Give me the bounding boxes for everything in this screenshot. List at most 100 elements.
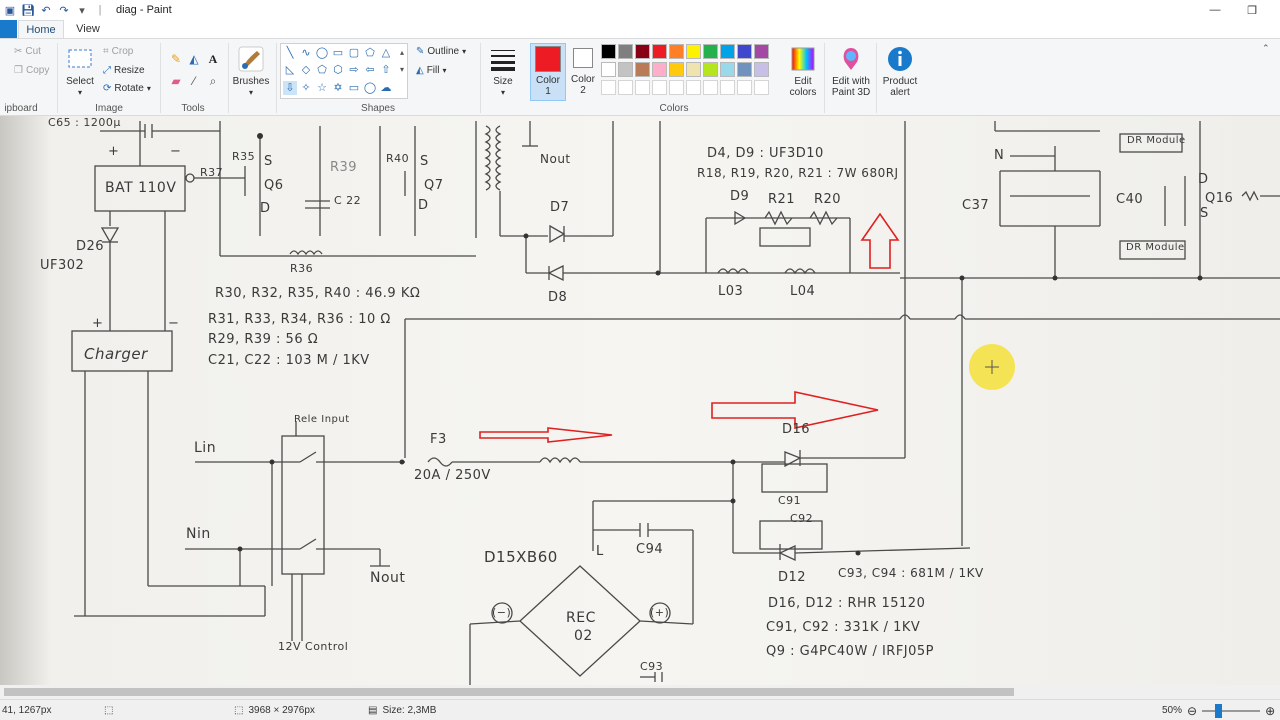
palette-swatch[interactable] [686,44,701,59]
palette-swatch[interactable] [669,62,684,77]
color1-button[interactable]: Color 1 [530,43,566,101]
diamond-shape-icon[interactable]: ◇ [301,63,311,76]
resize-icon: ⤢ [103,65,111,76]
arrow-down-shape-icon[interactable]: ⇩ [283,81,297,95]
zoom-out-icon[interactable]: ⊖ [1187,703,1198,718]
palette-swatch[interactable] [720,62,735,77]
shapes-scroll-up-icon[interactable]: ▴ [399,48,404,57]
restore-button[interactable]: ❐ [1247,4,1257,17]
copy-button[interactable]: ❐Copy [14,65,49,76]
tab-home[interactable]: Home [18,20,64,38]
arrow-up-shape-icon[interactable]: ⇧ [381,63,391,76]
palette-custom-swatch[interactable] [720,80,735,95]
palette-swatch[interactable] [601,62,616,77]
size-button[interactable]: Size ▾ [484,45,522,98]
color-picker-icon[interactable]: ⁄ [192,74,195,88]
tab-view[interactable]: View [76,23,100,35]
fill-button[interactable]: ◭Fill▾ [416,65,447,76]
undo-icon[interactable]: ↶ [41,4,51,17]
palette-custom-swatch[interactable] [601,80,616,95]
palette-custom-swatch[interactable] [703,80,718,95]
edit-colors-button[interactable]: Edit colors [786,45,820,98]
drawing-canvas[interactable]: C65 : 1200µ BAT 110V + − D26 UF302 + − C… [0,116,1280,685]
rotate-button[interactable]: ⟳Rotate▾ [103,83,151,94]
palette-swatch[interactable] [703,44,718,59]
star5-shape-icon[interactable]: ☆ [317,81,327,94]
hexagon-shape-icon[interactable]: ⬡ [333,63,343,76]
palette-custom-swatch[interactable] [669,80,684,95]
arrow-left-shape-icon[interactable]: ⇦ [365,63,375,76]
oval-shape-icon[interactable]: ◯ [315,46,329,59]
palette-swatch[interactable] [618,62,633,77]
customize-qat-icon[interactable]: ▾ [79,4,85,17]
label-r35: R35 [232,150,256,163]
palette-swatch[interactable] [754,62,769,77]
palette-swatch[interactable] [652,62,667,77]
label-nout-top: Nout [540,152,571,166]
fill-bucket-icon[interactable]: ◭ [189,52,199,66]
eraser-icon[interactable]: ▰ [171,74,181,88]
palette-custom-swatch[interactable] [686,80,701,95]
minimize-button[interactable]: — [1209,4,1221,16]
outline-button[interactable]: ✎Outline▾ [416,46,466,57]
palette-swatch[interactable] [737,62,752,77]
brushes-button[interactable]: Brushes ▾ [231,45,271,98]
brush-icon [237,45,265,73]
rectangle-shape-icon[interactable]: ▭ [332,46,344,59]
crop-button[interactable]: ⌗Crop [103,46,133,57]
arrow-right-shape-icon[interactable]: ⇨ [349,63,359,76]
shapes-scroll-down-icon[interactable]: ▾ [399,65,404,74]
palette-swatch[interactable] [686,62,701,77]
title-bar: ▣ 💾︎ ↶ ↷ ▾ | diag - Paint — ❐ [0,0,1280,20]
palette-swatch[interactable] [635,62,650,77]
cloud-shape-icon[interactable]: ☁ [380,81,392,94]
selection-size: ⬚ [104,700,113,720]
rounded-rect-shape-icon[interactable]: ▢ [348,46,360,59]
palette-swatch[interactable] [703,62,718,77]
shapes-gallery[interactable]: ╲ ∿ ◯ ▭ ▢ ⬠ △ ◺ ◇ ⬠ ⬡ ⇨ ⇦ ⇧ ⇩ ✧ ☆ ✡ ▭ ◯ … [280,43,408,99]
zoom-in-icon[interactable]: ⊕ [1265,703,1276,718]
palette-swatch[interactable] [652,44,667,59]
right-triangle-shape-icon[interactable]: ◺ [285,63,295,76]
pentagon-shape-icon[interactable]: ⬠ [317,63,327,76]
palette-custom-swatch[interactable] [652,80,667,95]
zoom-slider-thumb[interactable] [1214,703,1222,718]
palette-custom-swatch[interactable] [754,80,769,95]
save-icon[interactable]: 💾︎ [21,4,35,17]
redo-icon[interactable]: ↷ [59,4,69,17]
horizontal-scrollbar[interactable] [0,685,1280,699]
magnifier-icon[interactable]: ⌕ [209,73,217,88]
callout-rect-shape-icon[interactable]: ▭ [348,81,360,94]
triangle-shape-icon[interactable]: △ [381,46,391,59]
polygon-shape-icon[interactable]: ⬠ [365,46,375,59]
cut-button[interactable]: ✂Cut [14,46,41,57]
pencil-icon[interactable]: ✎ [170,52,182,66]
collapse-ribbon-icon[interactable]: ⌃ [1262,43,1270,53]
edit-with-paint3d-button[interactable]: Edit with Paint 3D [828,45,874,98]
color1-label: Color [536,75,560,86]
palette-swatch[interactable] [754,44,769,59]
scrollbar-thumb[interactable] [4,688,1014,696]
star4-shape-icon[interactable]: ✧ [301,81,311,94]
palette-swatch[interactable] [601,44,616,59]
file-tab[interactable] [0,20,17,38]
callout-oval-shape-icon[interactable]: ◯ [363,81,377,94]
palette-swatch[interactable] [669,44,684,59]
zoom-slider[interactable] [1202,703,1261,718]
palette-swatch[interactable] [737,44,752,59]
palette-custom-swatch[interactable] [635,80,650,95]
product-alert-button[interactable]: Product alert [878,45,922,98]
palette-swatch[interactable] [720,44,735,59]
resize-button[interactable]: ⤢Resize [103,65,145,76]
palette-custom-swatch[interactable] [618,80,633,95]
label-q9: Q9 : G4PC40W / IRFJ05P [766,644,935,659]
line-shape-icon[interactable]: ╲ [286,46,294,59]
palette-swatch[interactable] [618,44,633,59]
color2-button[interactable]: Color 2 [566,43,600,101]
curve-shape-icon[interactable]: ∿ [301,46,311,59]
palette-swatch[interactable] [635,44,650,59]
star6-shape-icon[interactable]: ✡ [333,81,343,94]
palette-custom-swatch[interactable] [737,80,752,95]
select-button[interactable]: Select ▾ [63,45,97,98]
text-tool-icon[interactable]: A [208,51,218,66]
